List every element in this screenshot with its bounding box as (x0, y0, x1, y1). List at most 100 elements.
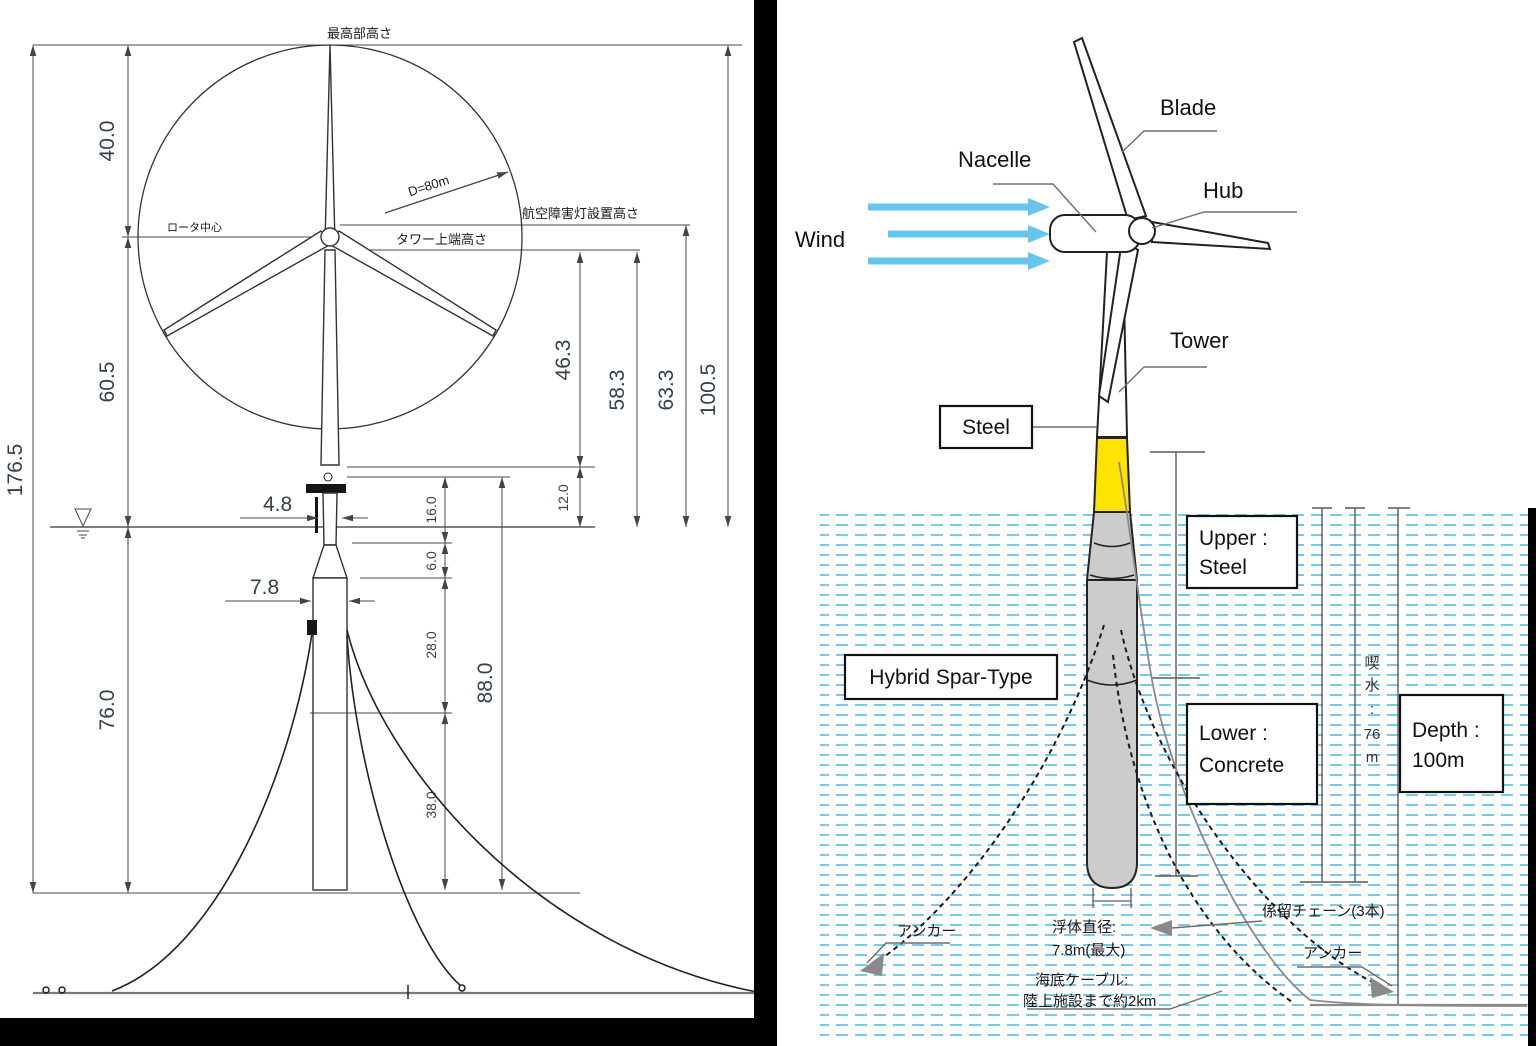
spar-column (312, 577, 348, 891)
seabed-cable-line2: 陸上施設まで約2km (1023, 993, 1156, 1010)
dim-hub-above-waterline: 60.5 (96, 362, 119, 403)
mooring-chain-left (873, 624, 1105, 965)
dim-deck-to-waterline: 12.0 (555, 484, 571, 511)
depth-box-line1: Depth : (1412, 719, 1480, 742)
lower-box-line1: Lower : (1199, 722, 1268, 745)
float-diameter-line2: 7.8m(最大) (1052, 942, 1125, 959)
dim-hub-to-top: 40.0 (96, 121, 119, 162)
mooring-line-right (346, 629, 758, 993)
draft-c3: : (1370, 701, 1374, 718)
scan-border-vertical (754, 0, 777, 1046)
dim-taper-section: 6.0 (423, 551, 439, 571)
dim-tower-upper: 46.3 (552, 340, 575, 381)
cable-leader (1027, 990, 1223, 1010)
float-diameter-dim (1092, 888, 1132, 908)
blade-up (324, 44, 336, 244)
mooring-chain-mid (1112, 654, 1293, 1003)
anchor-marks (42, 984, 466, 999)
hybrid-spar-type-box (843, 653, 1059, 701)
dim-draft: 76.0 (96, 690, 119, 731)
draft-c4: 76 (1364, 726, 1381, 743)
anchor-right-leader (1297, 966, 1393, 987)
rotor-diameter-arrow (384, 171, 509, 214)
draft-c5: m (1366, 749, 1379, 766)
hub-shape (1128, 217, 1156, 245)
mooring-line-mid (346, 635, 462, 987)
steel-label: Steel (962, 416, 1010, 439)
hub-label: Hub (1203, 178, 1243, 203)
spar-joints (1086, 542, 1138, 686)
draft-c1: 喫 (1364, 655, 1379, 672)
lower-box-line2: Concrete (1199, 754, 1284, 777)
upper-box-line1: Upper : (1199, 527, 1268, 550)
top-height-label: 最高部高さ (327, 26, 392, 41)
taper-section (312, 544, 348, 579)
mooring-line-left (111, 632, 313, 992)
draft-c2: 水 (1364, 677, 1379, 694)
ladder (315, 497, 318, 533)
dim-tower-top-height: 58.3 (606, 370, 629, 411)
float-diameter-line1: 浮体直径: (1052, 919, 1116, 936)
upper-box-line2: Steel (1199, 556, 1247, 579)
depth-box (1398, 693, 1505, 794)
aviation-light-height-label: 航空障害灯設置高さ (522, 206, 639, 221)
nacelle-shape (1049, 214, 1141, 253)
turbine-structure (163, 44, 497, 891)
depth-box-line2: 100m (1412, 749, 1465, 772)
anchor-left-label: アンカー (897, 923, 956, 940)
turbine-illustration (1049, 36, 1272, 890)
dim-neck-diameter: 4.8 (263, 493, 292, 516)
dim-tip-above-waterline: 100.5 (697, 364, 720, 417)
tower-leader (1118, 366, 1207, 393)
left-engineering-drawing: D=80m 176.5 40.0 60.5 76.0 (0, 0, 777, 1046)
anchor-right-label: アンカー (1303, 945, 1362, 962)
seabed-cable-line1: 海底ケーブル: (1035, 971, 1128, 989)
tower-column (320, 249, 340, 466)
blade-leader (1121, 130, 1217, 153)
blade-label: Blade (1160, 95, 1216, 120)
hub-circle (320, 227, 340, 247)
mooring-chain-label: 係留チェーン(3本) (1262, 903, 1385, 920)
mooring-chain-right (1120, 629, 1381, 987)
dim-upper-column: 16.0 (423, 496, 439, 523)
nacelle-label: Nacelle (958, 147, 1031, 172)
tower-top-height-label: タワー上端高さ (396, 232, 487, 247)
blade-left (163, 230, 333, 337)
steel-box (938, 404, 1034, 450)
dimension-lines (1150, 451, 1410, 1005)
dim-lower-column: 38.0 (423, 791, 439, 818)
tower-label: Tower (1170, 328, 1229, 353)
anchor-arrow-right-icon (1370, 977, 1394, 998)
hub-leader (1151, 211, 1297, 229)
right-edge-bar (1528, 508, 1536, 1046)
scan-border-bottom (0, 1018, 777, 1046)
lower-concrete-box (1185, 702, 1319, 806)
draft-label: 喫 水 : 76 m (1364, 655, 1381, 766)
rotor-center-label: ロータ中心 (167, 221, 222, 234)
dim-light-height: 63.3 (655, 370, 678, 411)
upper-steel-box (1185, 514, 1299, 590)
spar-body-gray (1086, 579, 1138, 890)
blade-up-icon (1072, 36, 1148, 222)
neck-column (322, 492, 338, 546)
blade-right-icon (1151, 220, 1272, 251)
right-illustration: Wind (795, 36, 1536, 1046)
fairlead (307, 620, 317, 635)
wind-arrows (868, 198, 1050, 270)
water-level-symbol (74, 508, 92, 539)
anchor-left-leader (866, 942, 950, 964)
wind-label: Wind (795, 227, 845, 252)
dim-mid-column: 28.0 (423, 631, 439, 658)
deck-fixture (323, 472, 333, 482)
dim-overall: 176.5 (4, 444, 27, 497)
submarine-cable (1118, 461, 1528, 1007)
rotor-diameter-label: D=80m (406, 172, 451, 199)
type-box-label: Hybrid Spar-Type (869, 666, 1032, 689)
dim-submerged-total: 88.0 (474, 663, 497, 704)
anchor-arrow-left-icon (860, 953, 884, 976)
mooring-chain-leader-arrow-icon (1150, 920, 1172, 936)
dim-spar-diameter: 7.8 (250, 576, 279, 599)
nacelle-leader (993, 183, 1097, 233)
